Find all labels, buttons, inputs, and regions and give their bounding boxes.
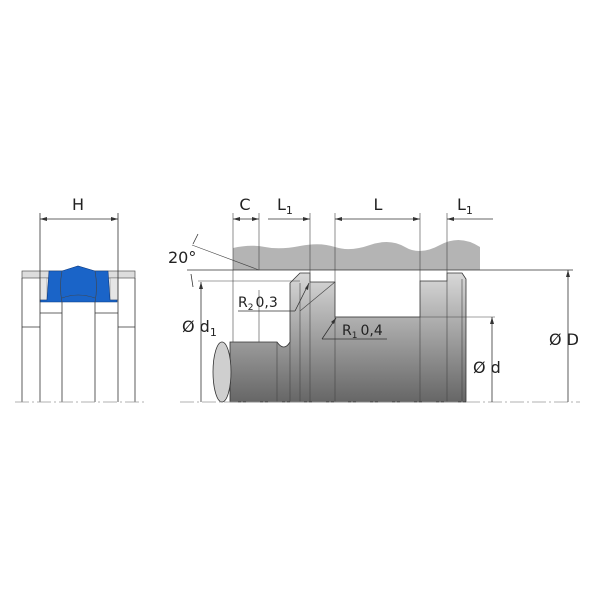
label-angle: 20° (168, 248, 196, 267)
label-l1-left: L1 (277, 195, 293, 217)
label-d1: Ø d1 (182, 317, 217, 339)
label-big-d: Ø D (549, 330, 579, 349)
label-d: Ø d (473, 358, 501, 377)
label-c: C (239, 195, 250, 214)
label-h: H (72, 195, 84, 214)
seal-verticals (21, 213, 136, 402)
seal-cross-section: H (15, 195, 145, 403)
seal-profile (39, 265, 118, 303)
label-l: L (374, 195, 383, 214)
cylinder-wall (233, 239, 480, 270)
label-l1-right: L1 (457, 195, 473, 217)
rod-end (212, 341, 232, 403)
piston-body (229, 272, 467, 403)
